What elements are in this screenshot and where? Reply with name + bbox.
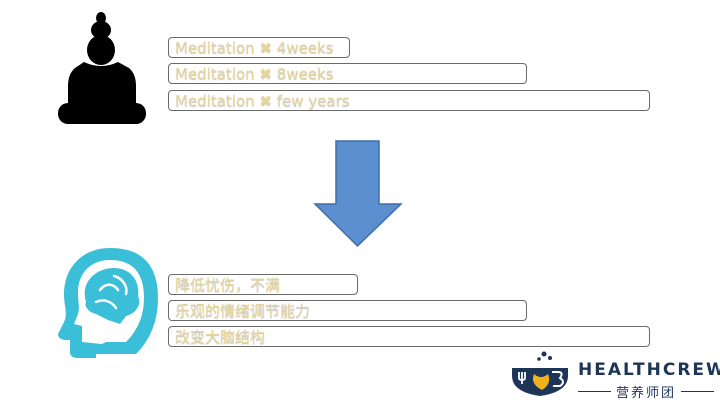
meditation-8weeks-box: Meditation ✖ 8weeks [168,63,527,84]
down-arrow-icon [313,140,403,248]
meditating-buddha-icon [58,12,146,124]
brand-subtitle: 营养师团 [616,386,677,401]
effect-sadness-label: 降低忧伤，不满 [175,276,281,294]
meditation-4weeks-box: Meditation ✖ 4weeks [168,37,350,58]
healthcrew-logo-icon [512,351,568,396]
brand-name: HEALTHCREW [578,360,720,380]
meditation-years-box: Meditation ✖ few years [168,90,650,111]
head-brain-icon [58,248,158,358]
effect-sadness-box: 降低忧伤，不满 [168,274,358,295]
effect-brain-label: 改变大脑结构 [175,328,266,346]
effect-optimism-label: 乐观的情绪调节能力 [175,302,311,320]
brand-subtitle-row: 营养师团 [578,382,715,401]
meditation-8weeks-label: Meditation ✖ 8weeks [175,64,334,83]
meditation-4weeks-label: Meditation ✖ 4weeks [175,38,334,57]
brand-divider-left [578,391,611,392]
meditation-years-label: Meditation ✖ few years [175,91,350,110]
effect-optimism-box: 乐观的情绪调节能力 [168,300,527,321]
effect-brain-box: 改变大脑结构 [168,326,650,347]
brand-divider-right [681,391,715,392]
